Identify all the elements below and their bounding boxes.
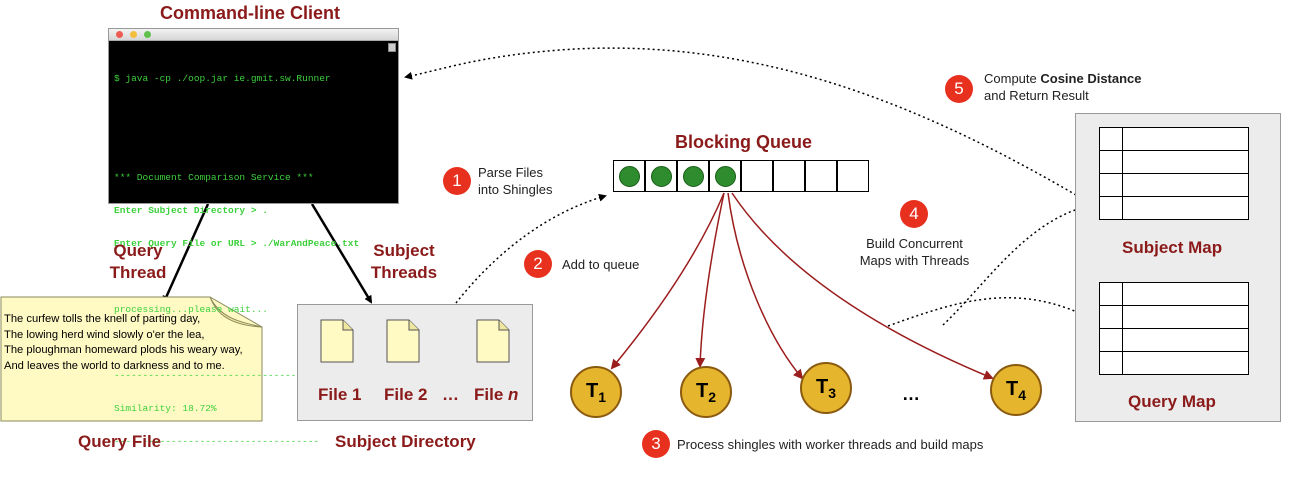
file-icon [386,319,420,363]
step-5-suffix: and Return Result [984,88,1089,103]
note-fold [209,296,263,328]
arrow-queue-to-t3 [727,192,804,380]
thread-t2: T2 [680,366,732,418]
thread-t4-sub: 4 [1018,387,1026,403]
subject-map-label: Subject Map [1122,238,1223,257]
queue-cell [741,160,773,192]
terminal-line: *** Document Comparison Service *** [114,172,314,183]
terminal-line: Similarity: 18.72% [114,403,217,414]
minimize-dot-icon[interactable] [130,31,137,38]
thread-t1: T1 [570,366,622,418]
queue-cell [773,160,805,192]
file-icon [476,319,510,363]
note-shape [0,296,263,422]
arrow-map-to-client [404,47,1077,196]
thread-ellipsis: … [902,384,920,404]
file-n-label: File n [474,385,518,405]
arrow-threads-to-subject-map [942,201,1100,326]
arrow-queue-to-t1 [610,192,725,370]
thread-t3: T3 [800,362,852,414]
file-ellipsis: … [442,385,459,404]
terminal-scrollbar[interactable] [388,43,396,52]
terminal-line: processing...please wait... [114,304,268,315]
terminal-line: $ java -cp ./oop.jar ie.gmit.sw.Runner [114,73,331,84]
step-1-text: Parse Files into Shingles [478,165,553,197]
subject-directory-box: File 1 File 2 … File n [297,304,533,421]
arrow-threads-to-query-map [887,297,1100,327]
poem-line: The curfew tolls the knell of parting da… [4,313,201,325]
arrow-queue-to-t2 [695,192,725,368]
maps-box: Subject Map Query Map [1075,113,1281,422]
thread-t3-sub: 3 [828,385,836,401]
terminal-line: ------------------------------------ [114,436,320,447]
queue-item-dot [683,166,704,187]
maximize-dot-icon[interactable] [144,31,151,38]
file-n-suffix: n [508,385,519,404]
step-4-text: Build Concurrent Maps with Threads [859,236,970,268]
queue-cell [805,160,837,192]
query-thread-label: Query Thread [109,241,167,282]
queue-cell [837,160,869,192]
subject-threads-label: Subject Threads [370,241,438,282]
step-badge-4: 4 [900,200,928,228]
step-badge-3: 3 [642,430,670,458]
queue-item-dot [651,166,672,187]
thread-t2-base: T [695,380,709,402]
terminal-line: ------------------------------------ [114,370,320,381]
terminal-line [114,139,388,150]
poem-line: The ploughman homeward plods his weary w… [4,344,243,356]
step-5-prefix: Compute [984,71,1041,86]
terminal-output: $ java -cp ./oop.jar ie.gmit.sw.Runner *… [114,51,388,469]
step-3-text: Process shingles with worker threads and… [677,437,984,452]
thread-t3-base: T [815,376,829,398]
query-map-table [1099,282,1249,375]
poem-text: The curfew tolls the knell of parting da… [4,312,243,374]
thread-t4: T4 [990,364,1042,416]
terminal-window[interactable]: $ java -cp ./oop.jar ie.gmit.sw.Runner *… [108,28,399,447]
arrow-client-to-query [162,203,210,304]
terminal-line [114,106,388,117]
terminal-line: Enter Subject Directory > . [114,205,268,216]
arrow-client-to-subject [310,203,373,304]
terminal-line: Enter Query File or URL > ./WarAndPeace.… [114,238,360,249]
poem-line: And leaves the world to darkness and to … [4,359,225,372]
queue-item-dot [619,166,640,187]
queue-cell [677,160,709,192]
queue-title: Blocking Queue [675,132,813,152]
file-2-label: File 2 [384,385,428,404]
arrow-dir-to-queue [455,193,607,304]
queue-item-dot [715,166,736,187]
query-map-label: Query Map [1128,392,1216,411]
thread-t4-base: T [1005,378,1019,400]
thread-t2-sub: 2 [708,389,716,405]
query-file-label: Query File [78,432,162,451]
close-dot-icon[interactable] [116,31,123,38]
file-icon [320,319,354,363]
file-1-label: File 1 [318,385,362,404]
step-badge-1: 1 [443,167,471,195]
subject-map-table [1099,127,1249,220]
queue-cell [709,160,741,192]
step-5-bold: Cosine Distance [1040,71,1142,86]
subject-directory-label: Subject Directory [335,432,476,451]
queue-cell [613,160,645,192]
file-n-prefix: File [474,385,504,404]
step-5-text: Compute Cosine Distance and Return Resul… [984,70,1142,104]
step-badge-2: 2 [524,250,552,278]
step-2-text: Add to queue [562,257,640,272]
client-title: Command-line Client [160,3,341,23]
arrow-queue-to-t4 [731,192,994,380]
thread-t1-sub: 1 [598,389,606,405]
poem-line: The lowing herd wind slowly o'er the lea… [4,328,205,341]
queue-cell [645,160,677,192]
terminal-titlebar [109,29,398,41]
thread-t1-base: T [585,380,599,402]
step-badge-5: 5 [945,75,973,103]
